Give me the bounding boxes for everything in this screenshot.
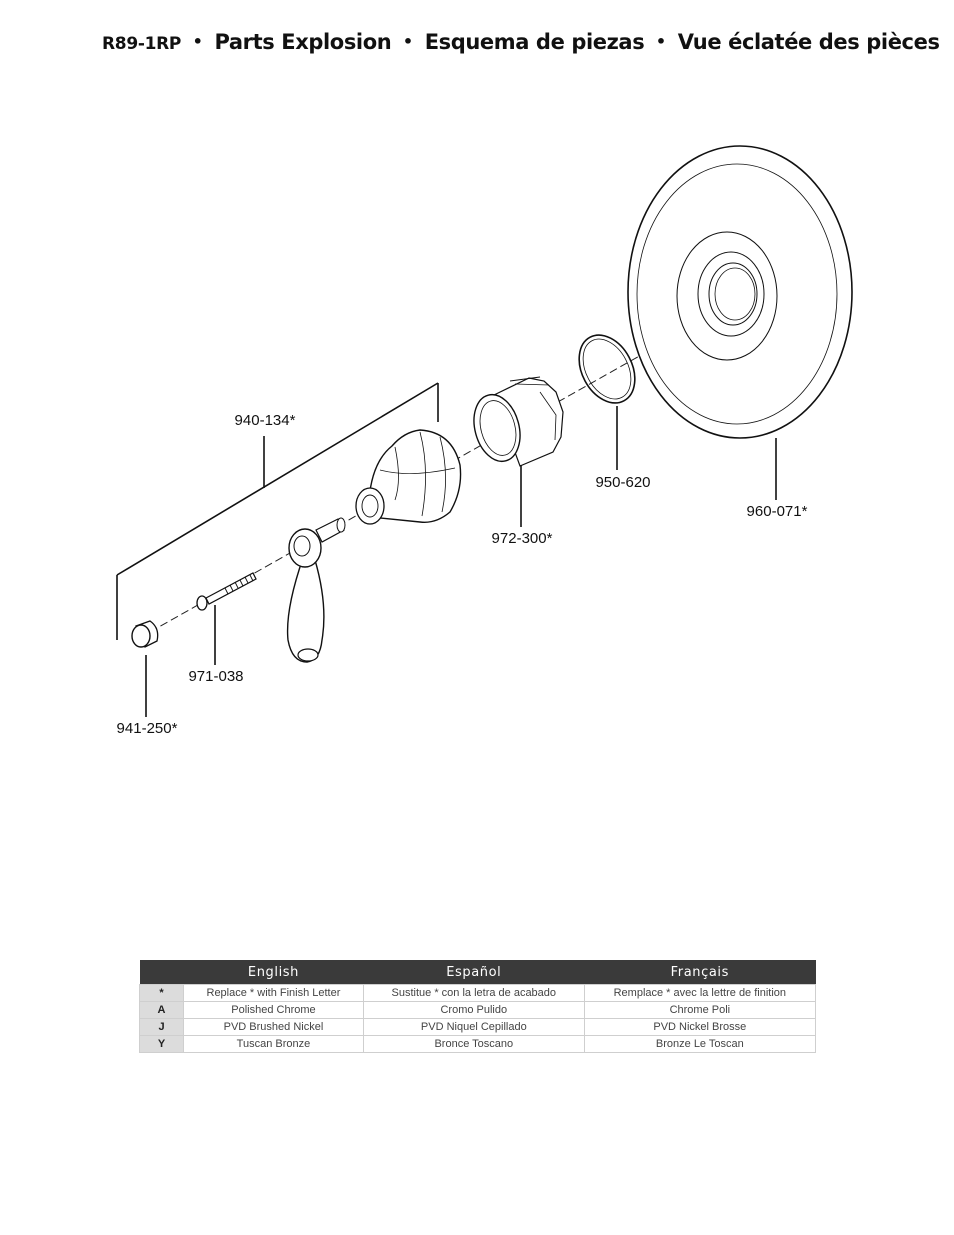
callout-screw: 971-038: [188, 668, 243, 685]
table-row: J PVD Brushed Nickel PVD Niquel Cepillad…: [139, 1018, 817, 1036]
handle-assembly-bracket: [116, 382, 439, 640]
callout-button: 941-250*: [117, 720, 178, 737]
callout-oring: 950-620: [595, 474, 650, 491]
finish-code: A: [139, 1001, 184, 1019]
finish-french: Remplace * avec la lettre de finition: [583, 984, 817, 1002]
finish-spanish: Cromo Pulido: [362, 1001, 585, 1019]
finish-table: English Español Français * Replace * wit…: [139, 960, 817, 1053]
screw: [196, 572, 257, 611]
title-separator: •: [192, 32, 203, 51]
finish-table-header: English Español Français: [139, 960, 816, 985]
title-separator: •: [402, 32, 414, 51]
header-spanish: Español: [363, 960, 585, 985]
title-spanish: Esquema de piezas: [424, 30, 645, 54]
lever-handle: [286, 517, 346, 663]
header-french: Français: [584, 960, 816, 985]
handle-flange: [355, 429, 462, 525]
header-english: English: [183, 960, 364, 985]
table-row: A Polished Chrome Cromo Pulido Chrome Po…: [139, 1001, 817, 1019]
finish-english: Polished Chrome: [183, 1001, 364, 1019]
finish-french: Chrome Poli: [583, 1001, 817, 1019]
o-ring: [578, 334, 636, 404]
finish-english: Replace * with Finish Letter: [183, 984, 364, 1002]
header-blank: [139, 960, 184, 985]
finish-code: *: [139, 984, 184, 1002]
sleeve: [473, 376, 564, 467]
title-separator: •: [655, 32, 667, 51]
escutcheon-plate: [627, 145, 853, 439]
model-number: R89-1RP: [102, 34, 182, 54]
finish-spanish: Sustitue * con la letra de acabado: [362, 984, 585, 1002]
finish-code: Y: [139, 1035, 184, 1053]
callout-handle-assembly: 940-134*: [235, 412, 296, 429]
callout-sleeve: 972-300*: [492, 530, 553, 547]
page-title: R89-1RP • Parts Explosion • Esquema de p…: [102, 30, 940, 54]
finish-french: PVD Nickel Brosse: [583, 1018, 817, 1036]
finish-code: J: [139, 1018, 184, 1036]
table-row: Y Tuscan Bronze Bronce Toscano Bronze Le…: [139, 1035, 817, 1053]
button-cap: [131, 620, 159, 648]
finish-spanish: PVD Niquel Cepillado: [362, 1018, 585, 1036]
finish-spanish: Bronce Toscano: [362, 1035, 585, 1053]
title-english: Parts Explosion: [214, 30, 392, 54]
callout-escutcheon: 960-071*: [747, 503, 808, 520]
finish-english: PVD Brushed Nickel: [183, 1018, 364, 1036]
finish-english: Tuscan Bronze: [183, 1035, 364, 1053]
finish-french: Bronze Le Toscan: [583, 1035, 817, 1053]
title-french: Vue éclatée des pièces: [677, 30, 940, 54]
table-row: * Replace * with Finish Letter Sustitue …: [139, 984, 817, 1002]
